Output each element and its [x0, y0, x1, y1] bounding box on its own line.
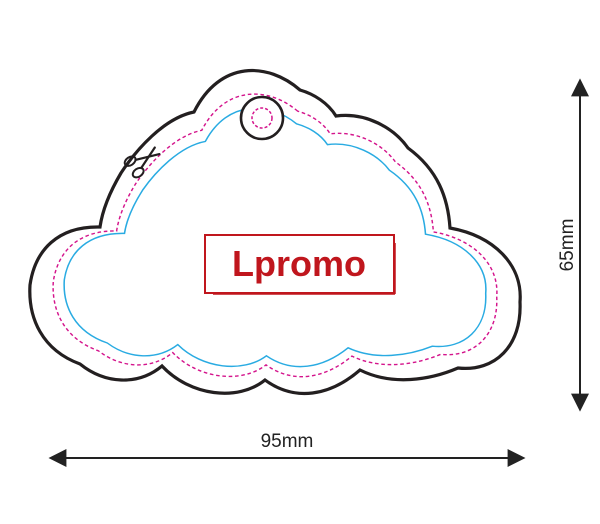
- width-dimension-label: 95mm: [261, 431, 314, 452]
- hole-icon: [239, 95, 285, 141]
- brand-logo: Lpromo: [204, 234, 396, 295]
- height-dimension-label: 65mm: [557, 219, 578, 272]
- width-dimension: 95mm: [48, 431, 526, 467]
- brand-logo-text: Lpromo: [232, 243, 366, 284]
- height-dimension: 65mm: [557, 78, 589, 412]
- scissors-icon: [123, 146, 161, 179]
